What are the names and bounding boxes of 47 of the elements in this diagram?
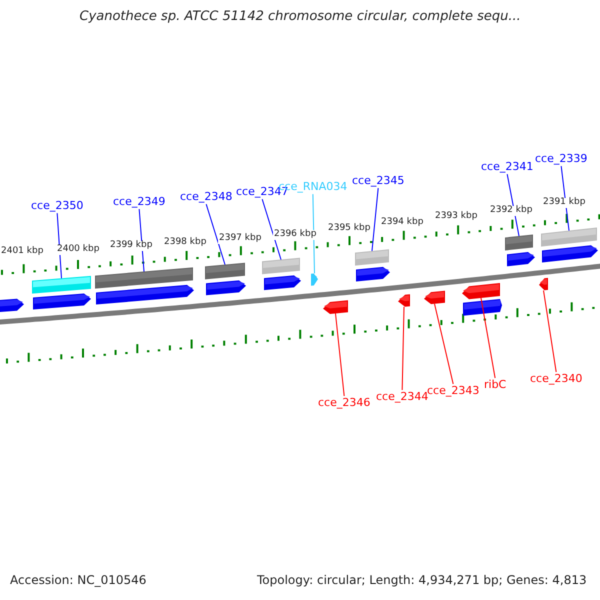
accession-text: Accession: NC_010546	[9, 574, 148, 588]
gene-bar	[32, 276, 91, 294]
scale-label: 2398 kbp	[163, 238, 208, 248]
scale-label: 2401 kbp	[0, 247, 44, 257]
leader-line	[402, 306, 404, 390]
gene-feature	[398, 294, 410, 307]
gene-feature	[311, 274, 318, 286]
scale-label: 2391 kbp	[542, 198, 586, 208]
gene-feature	[539, 278, 548, 290]
leader-line	[262, 198, 282, 260]
gene-label: cce_2343	[427, 385, 480, 398]
leader-line	[434, 303, 454, 384]
scale-label: 2397 kbp	[218, 234, 262, 244]
gene-feature	[323, 300, 348, 314]
gene-label: cce_2348	[180, 191, 232, 204]
gene-label: cce_2345	[352, 175, 404, 188]
scale-label: 2392 kbp	[489, 206, 534, 216]
leader-line	[372, 188, 379, 252]
leader-line	[480, 298, 496, 378]
gene-label: cce_2346	[318, 397, 370, 410]
scale-label: 2393 kbp	[434, 212, 478, 222]
scale-label: 2399 kbp	[109, 241, 154, 251]
gene-bar	[505, 234, 533, 250]
gene-bar	[95, 267, 193, 289]
leader-line	[206, 204, 226, 266]
gene-label: cce_2344	[376, 391, 428, 404]
gene-bar	[262, 258, 300, 274]
gene-label: cce_2341	[481, 161, 534, 174]
leader-line	[335, 313, 345, 396]
genome-summary: Topology: circular; Length: 4,934,271 bp; Genes: 4,813	[256, 574, 588, 588]
gene-label: cce_2349	[113, 196, 166, 208]
gene-label: ribC	[484, 379, 506, 392]
gene-label: cce_2350	[31, 200, 84, 212]
scale-label: 2394 kbp	[380, 218, 424, 228]
gene-bar	[355, 249, 389, 266]
gene-feature	[424, 290, 445, 304]
scale-label: 2396 kbp	[273, 230, 318, 240]
leader-line	[543, 290, 557, 372]
leader-line	[312, 194, 315, 274]
scale-label: 2400 kbp	[56, 245, 100, 255]
gene-bar	[541, 228, 597, 247]
gene-label: cce_2339	[535, 153, 588, 166]
gene-feature	[462, 283, 500, 300]
gene-label: cce_2340	[530, 373, 582, 386]
map-title: Cyanothece sp. ATCC 51142 chromosome circular, complete sequ...	[80, 10, 521, 24]
scale-label: 2395 kbp	[327, 224, 372, 234]
gene-bar	[205, 262, 245, 280]
